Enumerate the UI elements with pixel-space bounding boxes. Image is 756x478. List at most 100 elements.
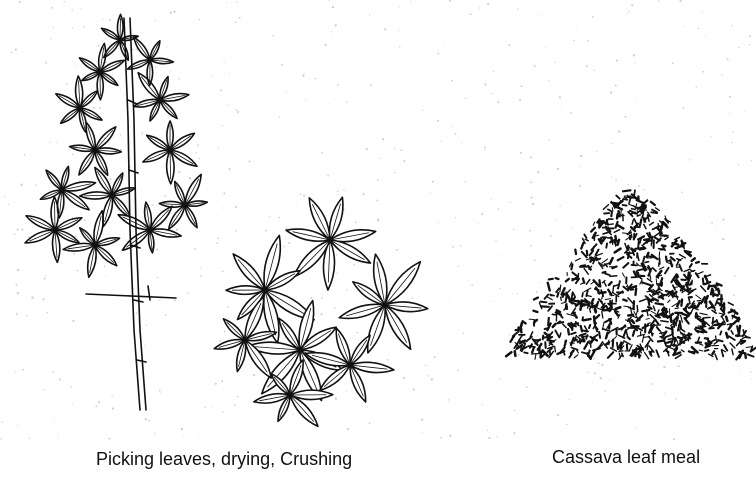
speckle-dot	[465, 181, 466, 182]
speckle-dot	[495, 240, 496, 241]
speckle-dot	[353, 264, 355, 266]
speckle-dot	[83, 26, 85, 28]
meal-fleck	[638, 241, 639, 247]
speckle-dot	[643, 189, 644, 190]
speckle-dot	[11, 52, 13, 54]
speckle-dot	[457, 370, 459, 372]
speckle-dot	[181, 428, 183, 430]
speckle-dot	[336, 254, 338, 256]
speckle-dot	[491, 93, 492, 94]
speckle-dot	[545, 47, 546, 48]
speckle-dot	[229, 168, 231, 170]
meal-fleck	[666, 351, 669, 353]
meal-fleck	[647, 291, 651, 292]
speckle-dot	[744, 111, 745, 112]
meal-fleck	[643, 257, 644, 262]
meal-fleck	[622, 353, 623, 356]
speckle-dot	[148, 420, 150, 422]
meal-fleck	[643, 218, 644, 222]
meal-fleck	[532, 348, 534, 352]
speckle-dot	[300, 194, 302, 196]
speckle-dot	[536, 291, 538, 293]
speckle-dot	[178, 78, 180, 80]
meal-fleck	[610, 276, 617, 277]
speckle-dot	[658, 0, 660, 2]
speckle-dot	[422, 432, 423, 433]
speckle-dot	[615, 179, 617, 181]
speckle-dot	[517, 9, 518, 10]
speckle-dot	[586, 65, 588, 67]
meal-fleck	[737, 326, 738, 332]
speckle-dot	[394, 172, 395, 173]
speckle-dot	[722, 167, 723, 168]
speckle-dot	[72, 320, 74, 322]
plant-leaf	[159, 174, 207, 229]
speckle-dot	[449, 435, 451, 437]
meal-fleck	[670, 260, 672, 266]
speckle-dot	[529, 230, 531, 232]
speckle-dot	[72, 154, 74, 156]
speckle-dot	[332, 6, 334, 8]
speckle-dot	[222, 208, 223, 209]
meal-fleck	[575, 250, 576, 254]
speckle-dot	[324, 44, 326, 46]
speckle-dot	[17, 229, 19, 231]
speckle-dot	[159, 299, 160, 300]
speckle-dot	[498, 208, 500, 210]
speckle-dot	[446, 156, 447, 157]
speckle-dot	[751, 160, 752, 161]
speckle-dot	[187, 292, 189, 294]
meal-fleck	[658, 341, 663, 342]
speckle-dot	[296, 205, 297, 206]
speckle-dot	[284, 246, 285, 247]
speckle-dot	[501, 254, 502, 255]
speckle-dot	[228, 105, 229, 106]
speckle-dot	[749, 36, 751, 38]
meal-fleck	[638, 273, 639, 276]
speckle-dot	[357, 332, 359, 334]
speckle-dot	[157, 277, 158, 278]
speckle-dot	[431, 378, 433, 380]
speckle-dot	[631, 4, 633, 6]
speckle-dot	[217, 242, 219, 244]
meal-fleck	[719, 313, 722, 314]
plant-leaf	[63, 211, 119, 277]
plant-leaf	[79, 43, 124, 99]
speckle-dot	[593, 70, 594, 71]
meal-fleck	[644, 239, 648, 240]
speckle-dot	[600, 377, 602, 379]
speckle-dot	[93, 107, 95, 109]
speckle-dot	[369, 14, 370, 15]
meal-fleck	[574, 355, 578, 358]
speckle-dot	[569, 399, 570, 400]
speckle-dot	[530, 245, 532, 247]
meal-fleck	[743, 330, 744, 334]
speckle-dot	[680, 0, 682, 2]
meal-fleck	[714, 294, 718, 295]
speckle-dot	[31, 296, 33, 298]
speckle-dot	[425, 365, 426, 366]
speckle-dot	[412, 297, 414, 299]
speckle-dot	[120, 149, 122, 151]
speckle-dot	[370, 84, 372, 86]
speckle-dot	[530, 156, 532, 158]
speckle-dot	[540, 282, 541, 283]
speckle-dot	[286, 92, 287, 93]
meal-fleck	[558, 322, 564, 323]
meal-fleck	[581, 303, 582, 310]
speckle-dot	[440, 141, 441, 142]
speckle-dot	[159, 391, 161, 393]
speckle-dot	[343, 189, 344, 190]
speckle-dot	[235, 206, 237, 208]
meal-fleck	[549, 279, 553, 280]
speckle-dot	[197, 144, 199, 146]
speckle-dot	[611, 143, 612, 144]
meal-fleck	[704, 317, 710, 318]
speckle-dot	[496, 436, 497, 437]
speckle-dot	[146, 325, 147, 326]
speckle-dot	[81, 8, 82, 9]
speckle-dot	[455, 217, 456, 218]
meal-fleck	[548, 318, 549, 326]
speckle-dot	[336, 272, 337, 273]
speckle-dot	[110, 178, 112, 180]
